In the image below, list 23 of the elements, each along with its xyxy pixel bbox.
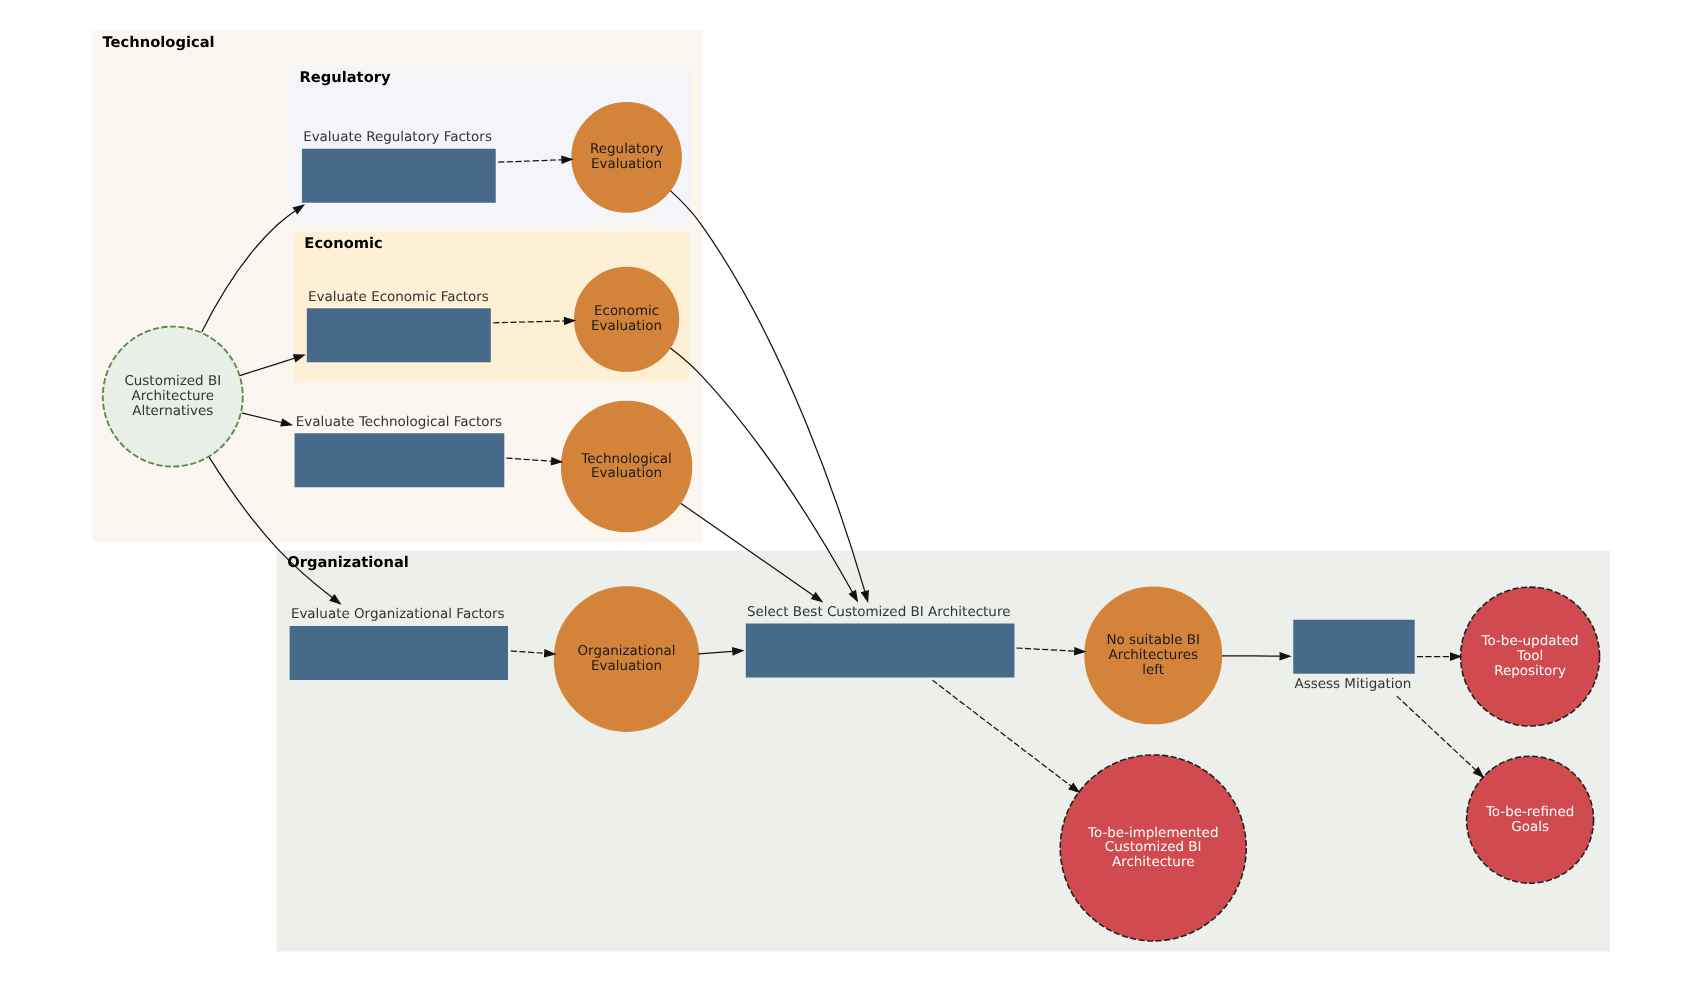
- arrow: [200, 204, 305, 333]
- arrow: [668, 190, 868, 603]
- arrow: [1220, 651, 1291, 661]
- node-box: [300, 148, 495, 203]
- arrow: [696, 647, 744, 656]
- node-box: [288, 625, 507, 680]
- arrow: [491, 316, 576, 326]
- arrow: [1395, 695, 1484, 779]
- arrow: [668, 347, 858, 603]
- arrow: [496, 155, 573, 165]
- arrow: [504, 456, 563, 466]
- arrow: [930, 679, 1080, 794]
- arrow: [1415, 652, 1462, 661]
- arrow: [679, 502, 823, 603]
- arrow: [207, 456, 341, 605]
- node-box: [1292, 619, 1414, 674]
- arrow: [509, 649, 556, 658]
- node-box: [293, 433, 504, 488]
- arrow: [1014, 646, 1086, 656]
- arrow: [238, 354, 305, 377]
- node-box: [744, 623, 1014, 678]
- arrow: [240, 412, 293, 427]
- node-box: [305, 308, 490, 363]
